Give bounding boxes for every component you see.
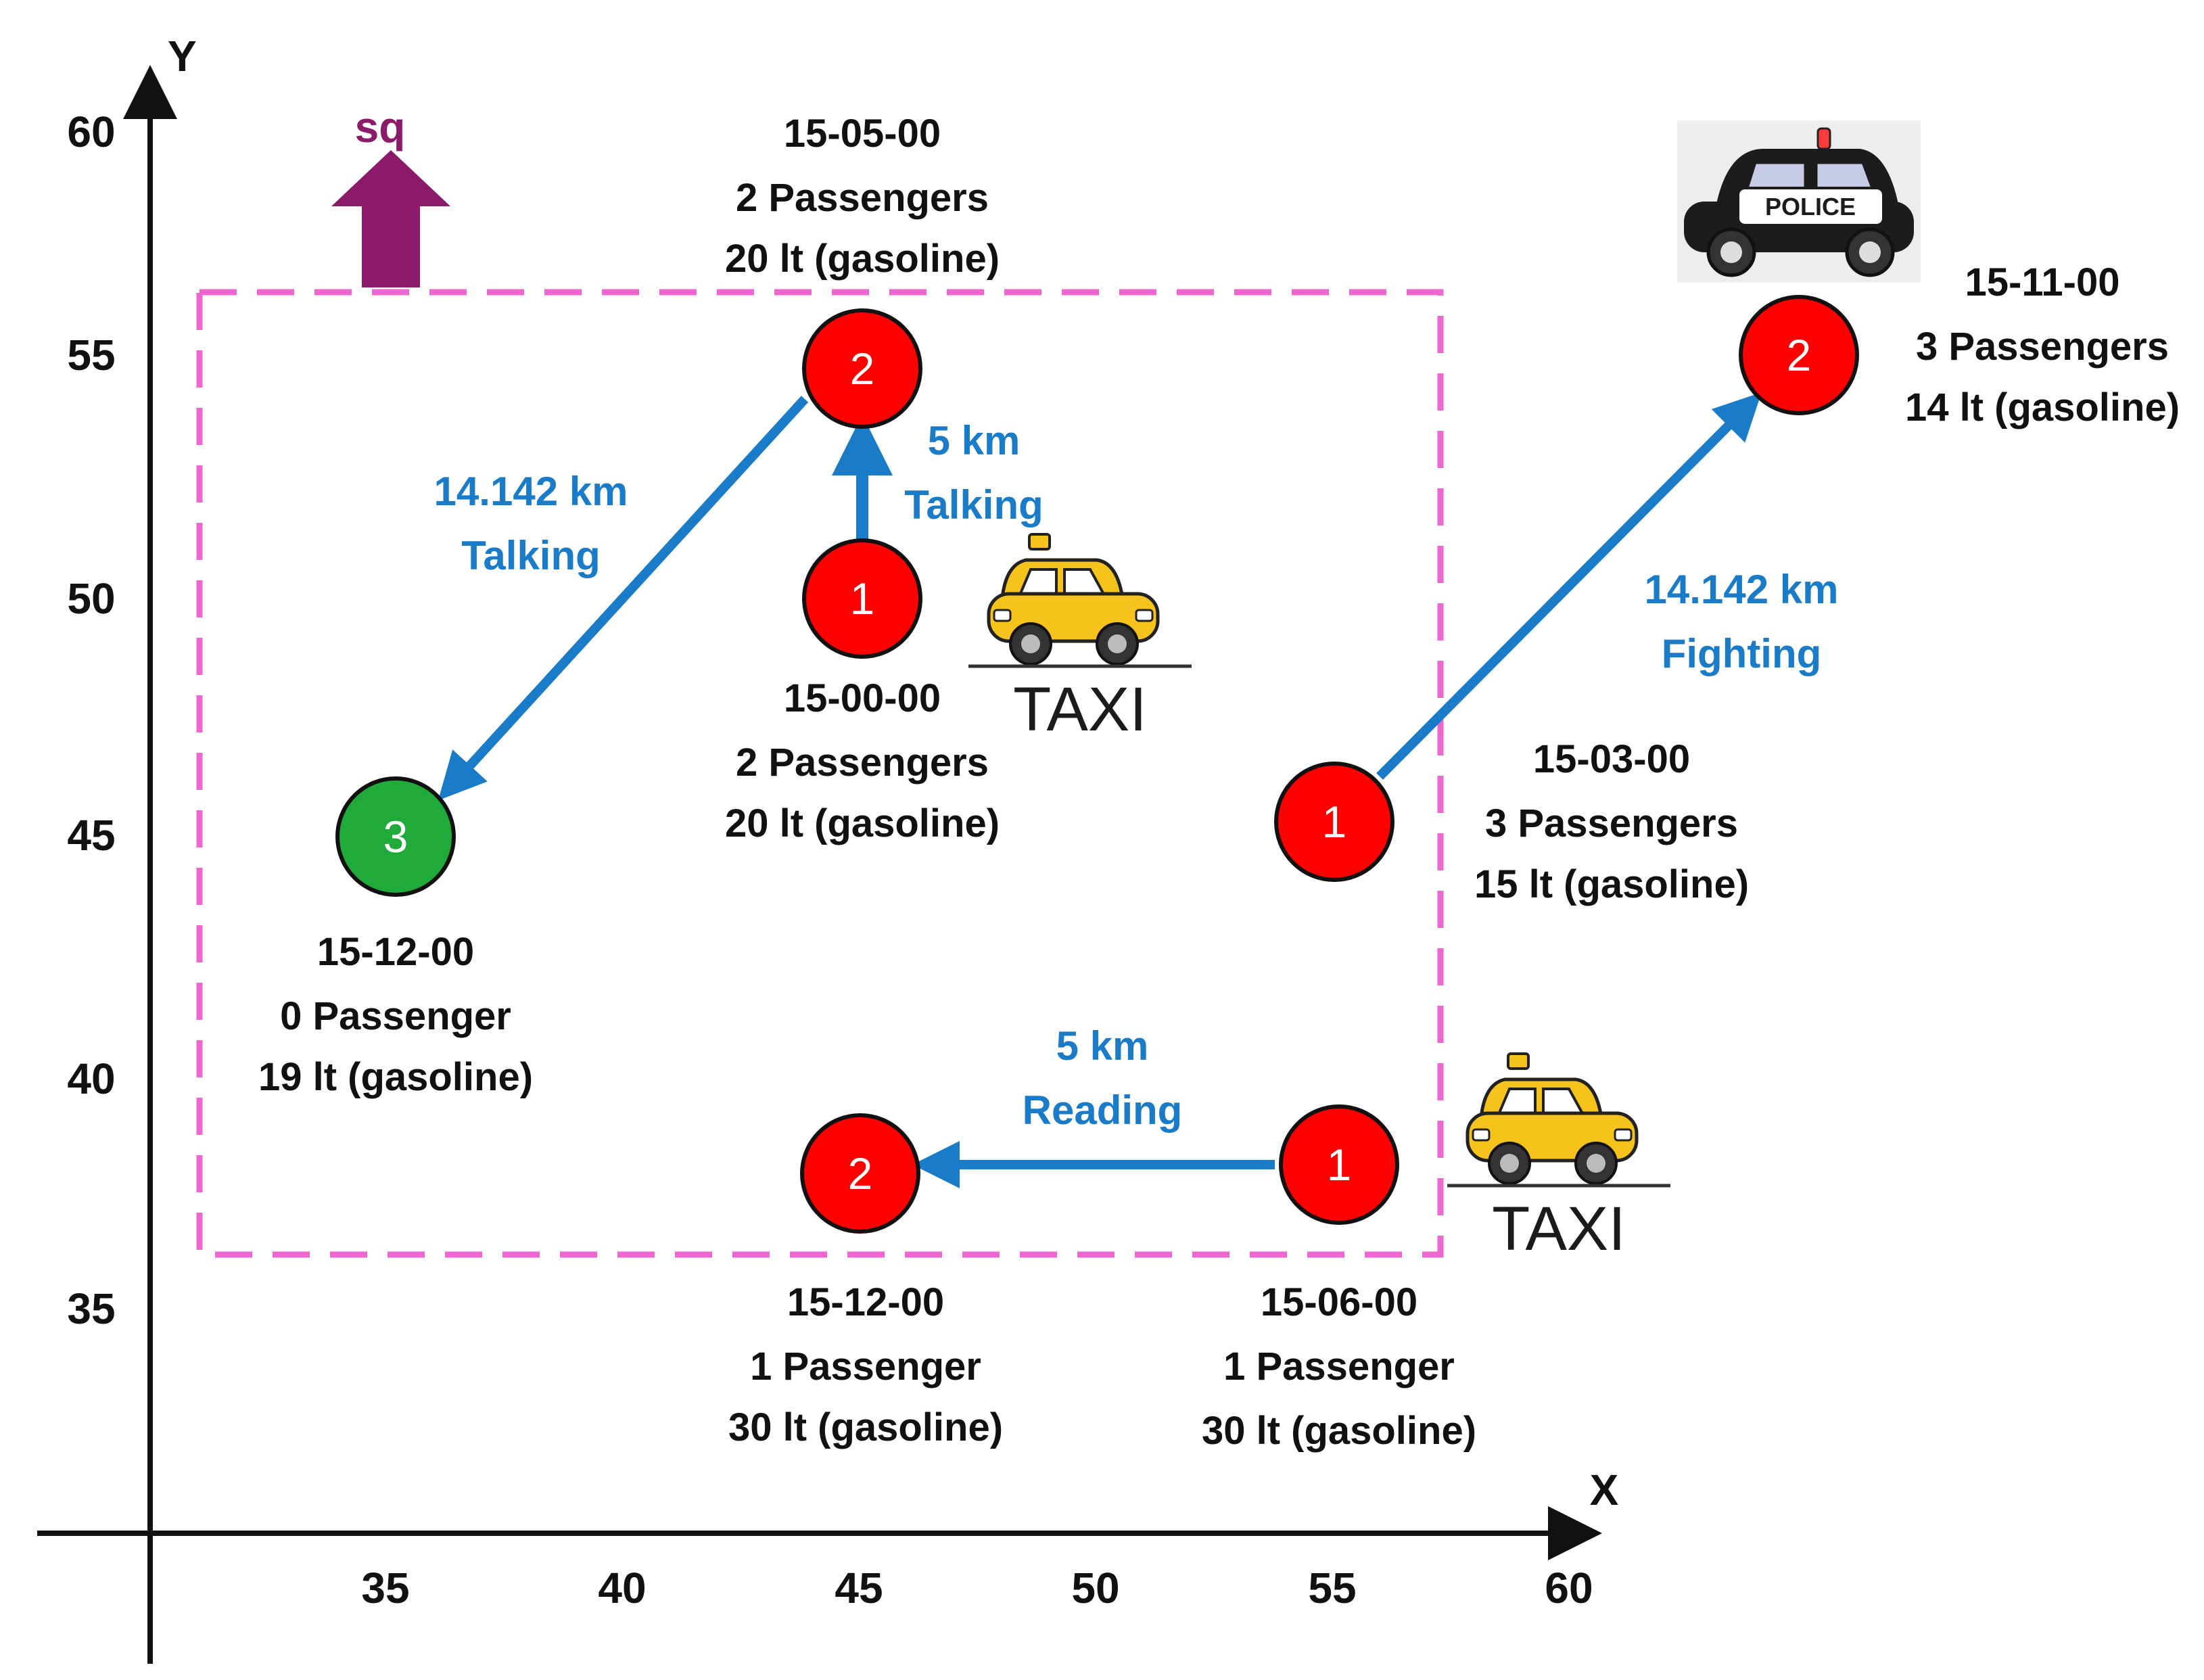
node-fuel: 14 lt (gasoline) [1905,386,2180,429]
node-fuel: 15 lt (gasoline) [1474,862,1749,906]
node-circle [1739,295,1859,415]
node-fuel: 20 lt (gasoline) [725,237,1000,281]
node-A3: 3 [335,776,456,897]
edge-activity: Talking [461,533,601,578]
edge-A2-A3 [438,396,809,801]
x-axis-label: X [1590,1466,1619,1514]
node-time: 15-11-00 [1965,260,2120,304]
node-number: 2 [848,1148,873,1198]
node-number: 1 [850,574,875,624]
node-passengers: 0 Passenger [280,994,511,1038]
y-tick-label: 50 [67,574,115,623]
y-axis-label: Y [168,32,197,80]
edge-distance: 14.142 km [434,469,628,514]
y-tick-label: 40 [67,1054,115,1103]
region-label: sq [355,103,406,151]
node-circle [1274,762,1394,882]
taxi-sign: TAXI [1492,1194,1626,1263]
node-fuel: 20 lt (gasoline) [725,801,1000,845]
node-B2: 2 [1739,295,1859,415]
edge-labels: 5 km Talking 14.142 km Talking 14.142 km… [434,418,1839,1133]
node-circle [800,1113,920,1234]
y-tick-label: 55 [67,331,115,379]
edge-activity: Fighting [1662,631,1822,676]
node-passengers: 3 Passengers [1916,325,2169,369]
node-passengers: 2 Passengers [736,741,989,785]
node-A1: 1 [802,538,922,659]
axes: Y X 35 40 45 50 55 60 60 55 50 45 40 35 [37,32,1619,1664]
x-tick-label: 35 [361,1564,409,1612]
node-circle [335,776,456,897]
node-C2: 2 [800,1113,920,1234]
node-time: 15-00-00 [784,676,941,720]
node-B1: 1 [1274,762,1394,882]
taxi-sign: TAXI [1013,675,1147,744]
edge-distance: 5 km [1056,1023,1149,1069]
y-tick-label: 45 [67,811,115,860]
x-tick-label: 55 [1308,1564,1356,1612]
node-fuel: 30 lt (gasoline) [1202,1409,1476,1453]
node-passengers: 1 Passenger [1223,1345,1455,1389]
node-passengers: 2 Passengers [736,176,989,220]
node-number: 1 [1322,797,1347,847]
x-tick-label: 45 [835,1564,883,1612]
node-circle [802,308,922,429]
node-passengers: 3 Passengers [1485,801,1738,845]
node-A2: 2 [802,308,922,429]
node-fuel: 19 lt (gasoline) [258,1055,533,1099]
up-arrow-icon [331,150,450,287]
node-time: 15-03-00 [1533,737,1690,781]
node-time: 15-06-00 [1261,1280,1417,1324]
node-C1: 1 [1279,1104,1399,1225]
edge-activity: Reading [1023,1088,1183,1133]
node-number: 3 [383,812,408,862]
node-number: 1 [1327,1140,1352,1190]
taxi-icon: TAXI [1447,1054,1670,1263]
node-info: 15-00-00 2 Passengers 20 lt (gasoline) 1… [258,112,2180,1453]
police-car-icon: POLICE [1677,120,1921,283]
node-circle [802,538,922,659]
region-square [196,289,1444,1258]
x-tick-label: 40 [598,1564,646,1612]
x-tick-label: 60 [1545,1564,1593,1612]
edge-distance: 14.142 km [1645,567,1839,612]
region-arrow: sq [331,103,450,287]
edge-distance: 5 km [928,418,1021,463]
police-sign: POLICE [1765,193,1856,220]
nodes: 1 2 3 1 2 1 2 [335,295,1859,1234]
node-number: 2 [850,344,875,394]
node-time: 15-05-00 [784,112,941,156]
node-time: 15-12-00 [317,930,474,974]
node-passengers: 1 Passenger [750,1345,981,1389]
x-tick-label: 50 [1071,1564,1119,1612]
y-tick-label: 60 [67,108,115,156]
node-circle [1279,1104,1399,1225]
path-edges [438,392,1762,1188]
node-fuel: 30 lt (gasoline) [728,1405,1003,1449]
node-time: 15-12-00 [787,1280,944,1324]
edge-B1-B2 [1376,392,1762,780]
edge-activity: Talking [904,482,1044,528]
node-number: 2 [1787,330,1812,380]
y-tick-label: 35 [67,1284,115,1333]
taxi-icon: TAXI [968,534,1192,744]
